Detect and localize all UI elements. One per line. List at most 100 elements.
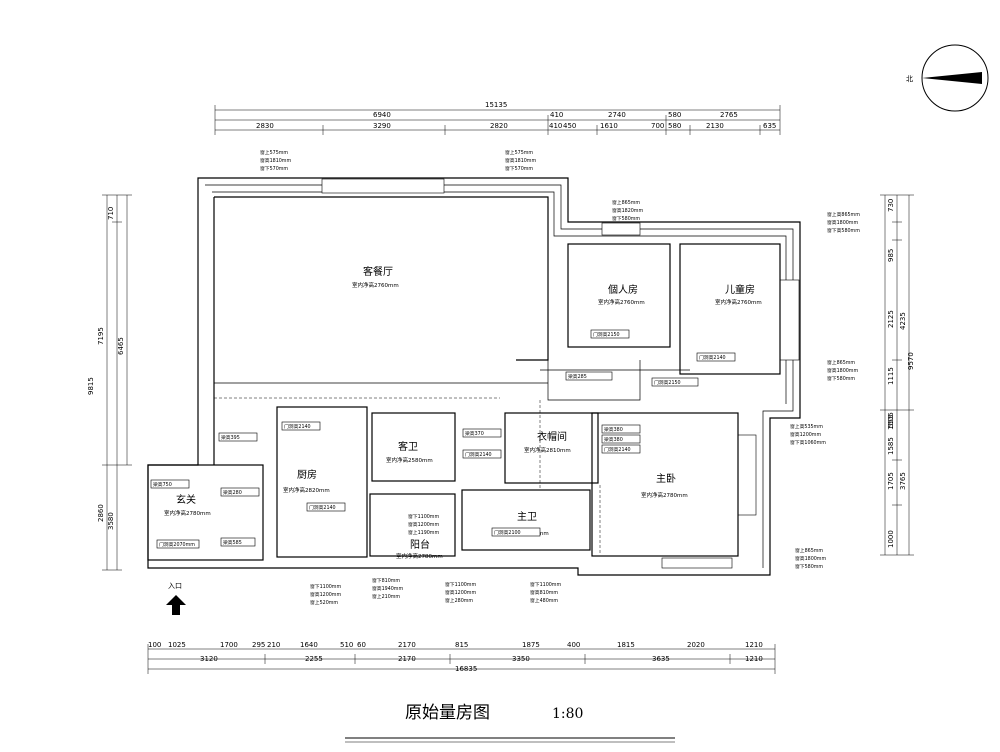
tag-beam-kitchen: 梁高395 — [221, 434, 240, 441]
top-dim-2b: 3290 — [373, 122, 391, 130]
top-dim-2i: 2130 — [706, 122, 724, 130]
left-dim-mid-1: 710 — [107, 207, 115, 220]
right-dim-mid-3: 4235 — [899, 312, 907, 330]
top-dimensions — [214, 105, 781, 135]
left-dim-outer-2: 2860 — [97, 504, 105, 522]
tag-beam-foyer: 梁高280 — [223, 489, 242, 496]
top-dim-1a: 6940 — [373, 111, 391, 119]
tag-door-kitchen2: 门洞高2140 — [309, 504, 336, 511]
bottom-dim-1o: 1210 — [745, 641, 763, 649]
label-window-notes-balcony-inner-2: 窗上1190mm — [408, 529, 439, 536]
right-dim-mid-4: 1115 — [887, 367, 895, 385]
room-living-name: 客餐厅 — [363, 265, 393, 278]
top-dim-1d: 580 — [668, 111, 681, 119]
right-dim-mid-8: 1000 — [887, 530, 895, 548]
tag-door-kids: 门洞高2140 — [699, 354, 726, 361]
tag-door-foyer: 门洞高2070mm — [159, 541, 195, 548]
top-dim-1b: 410 — [550, 111, 563, 119]
room-closet-name: 衣帽间 — [537, 430, 567, 443]
room-foyer-name: 玄关 — [176, 493, 196, 506]
bottom-dim-1h: 60 — [357, 641, 366, 649]
right-dim-inner-1: 2125 — [887, 310, 895, 328]
window-note-balcony-inner: 窗下1100mm 窗高1200mm 窗上1190mm — [408, 513, 439, 536]
label-window-notes-bottom-kitchen-2: 窗上520mm — [310, 599, 338, 606]
top-dim-1e: 2765 — [720, 111, 738, 119]
outer-walls — [147, 177, 801, 576]
window-note-right-bottom: 窗上865mm 窗高1800mm 窗下580mm — [795, 547, 826, 570]
bottom-dim-2a: 3120 — [200, 655, 218, 663]
tag-door-guest2: 梁高370 — [465, 430, 484, 437]
label-window-notes-top-private-2: 窗下580mm — [612, 215, 640, 222]
window-note-right-master: 窗上高535mm 窗高1200mm 窗下高1060mm — [790, 423, 826, 446]
tag-door-guest: 门洞高2140 — [465, 451, 492, 458]
room-private-name: 個人房 — [608, 283, 638, 296]
bottom-dim-1a: 100 — [148, 641, 161, 649]
window-note-bottom-master-bath: 窗下1100mm 窗高810mm 窗上480mm — [530, 581, 561, 604]
window-master-right — [737, 434, 757, 516]
right-dim-mid-7: 1705 — [887, 472, 895, 490]
bottom-dim-total: 16835 — [455, 665, 477, 673]
label-window-notes-top-left-1: 窗高1810mm — [260, 157, 291, 164]
room-foyer-height: 室内净高2780mm — [164, 509, 211, 517]
right-dim-inner-2: 1505 — [887, 412, 895, 430]
label-window-notes-bottom-master-bath-2: 窗上480mm — [530, 597, 558, 604]
label-window-notes-right-bottom-2: 窗下580mm — [795, 563, 823, 570]
bottom-dim-1d: 295 — [252, 641, 265, 649]
tag-door-kids2: 门洞高2150 — [654, 379, 681, 386]
north-arrow: 北 — [906, 44, 989, 112]
tag-door-kitchen: 门洞高2140 — [284, 423, 311, 430]
right-dim-outer-1: 9570 — [907, 352, 915, 370]
bottom-dim-1j: 815 — [455, 641, 468, 649]
label-window-notes-right-bottom-1: 窗高1800mm — [795, 555, 826, 562]
room-master-height: 室内净高2780mm — [641, 491, 688, 499]
room-kids-name: 儿童房 — [725, 283, 755, 296]
bottom-dim-1g: 510 — [340, 641, 353, 649]
room-guest-bath-height: 室内净高2580mm — [386, 456, 433, 464]
tag-boxes — [150, 329, 736, 549]
room-balcony-height: 室内净高2780mm — [396, 552, 443, 560]
label-window-notes-right-mid-1: 窗高1800mm — [827, 367, 858, 374]
label-window-notes-bottom-guest-0: 窗下1100mm — [445, 581, 476, 588]
bottom-dim-1c: 1700 — [220, 641, 238, 649]
left-dimensions — [102, 194, 132, 571]
label-window-notes-right-bottom-0: 窗上865mm — [795, 547, 823, 554]
label-window-notes-top-center-1: 窗高1810mm — [505, 157, 536, 164]
window-note-top-left: 窗上575mm 窗高1810mm 窗下570mm — [260, 149, 291, 172]
interior-walls — [147, 243, 781, 561]
label-window-notes-balcony-inner-0: 窗下1100mm — [408, 513, 439, 520]
window-master-bottom — [661, 557, 733, 569]
room-living-height: 室内净高2760mm — [352, 281, 399, 289]
window-kids-right — [779, 279, 800, 361]
label-window-notes-right-master-2: 窗下高1060mm — [790, 439, 826, 446]
drawing-scale: 1:80 — [552, 706, 583, 722]
label-window-notes-top-center-2: 窗下570mm — [505, 165, 533, 172]
tag-door-master2: 梁高380 — [604, 426, 623, 433]
tag-beam-foyer2: 梁高585 — [223, 539, 242, 546]
entrance-label: 入口 — [168, 582, 182, 590]
room-guest-bath-name: 客卫 — [398, 440, 418, 453]
room-kitchen-height: 室内净高2820mm — [283, 486, 330, 494]
top-dim-2h: 580 — [668, 122, 681, 130]
bottom-dim-1f: 1640 — [300, 641, 318, 649]
label-window-notes-bottom-guest-2: 窗上280mm — [445, 597, 473, 604]
label-window-notes-right-mid-0: 窗上865mm — [827, 359, 855, 366]
label-window-notes-bottom-guest-1: 窗高1200mm — [445, 589, 476, 596]
tag-door-private: 门洞高2150 — [593, 331, 620, 338]
tag-door-master-bath: 门洞高2100 — [494, 529, 521, 536]
dashed-lines — [214, 397, 601, 560]
drawing-title: 原始量房图 — [405, 703, 490, 723]
label-window-notes-bottom-balcony-0: 窗下810mm — [372, 577, 400, 584]
top-dim-2j: 635 — [763, 122, 776, 130]
left-dim-mid-3: 3580 — [107, 512, 115, 530]
top-dim-total: 15135 — [485, 101, 507, 109]
tag-beam-living: 梁高285 — [568, 373, 587, 380]
room-closet-height: 室内净高2810mm — [524, 446, 571, 454]
top-dim-2e: 450 — [563, 122, 576, 130]
label-window-notes-bottom-balcony-1: 窗高1940mm — [372, 585, 403, 592]
bottom-dim-1l: 400 — [567, 641, 580, 649]
label-window-notes-top-private-1: 窗高1820mm — [612, 207, 643, 214]
window-note-bottom-balcony: 窗下810mm 窗高1940mm 窗上210mm — [372, 577, 403, 600]
label-window-notes-top-left-2: 窗下570mm — [260, 165, 288, 172]
bottom-dim-1e: 210 — [267, 641, 280, 649]
